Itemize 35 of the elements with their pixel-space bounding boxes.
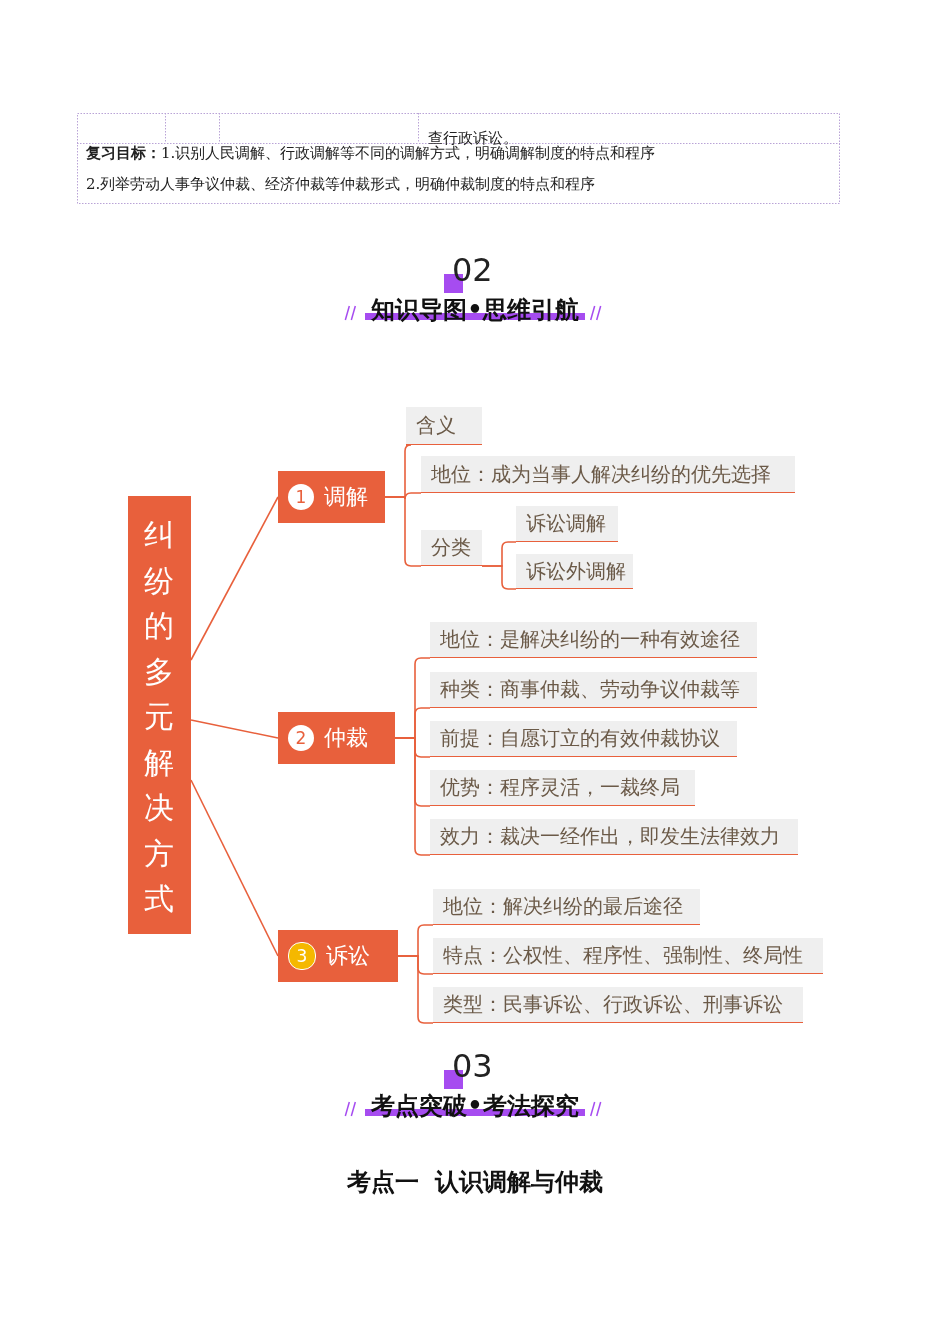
objective-text: 复习目标：1.识别人民调解、行政调解等不同的调解方式，明确调解制度的特点和程序 <box>86 144 656 163</box>
subtopic-box: 诉讼外调解 <box>516 554 633 589</box>
number-badge: 1 <box>288 484 314 510</box>
subtopic-box: 种类：商事仲裁、劳动争议仲裁等 <box>430 672 757 708</box>
number-badge: 2 <box>288 725 314 751</box>
number-badge: 3 <box>288 942 316 970</box>
subtopic-box: 前提：自愿订立的有效仲裁协议 <box>430 721 737 757</box>
subtopic-box: 类型：民事诉讼、行政诉讼、刑事诉讼 <box>433 987 803 1023</box>
subtopic-box: 分类 <box>421 530 482 566</box>
subtopic-box: 优势：程序灵活，一裁终局 <box>430 770 695 806</box>
subtopic-box: 地位：解决纠纷的最后途径 <box>433 889 700 925</box>
root-topic-label: 纠纷的多元解决方式 <box>143 516 175 918</box>
subtopic-box: 诉讼调解 <box>516 506 618 542</box>
connector-line <box>481 565 517 590</box>
branch-topic-box <box>278 712 395 764</box>
subtopic-box: 特点：公权性、程序性、强制性、终局性 <box>433 938 823 974</box>
subtopic-box: 地位：成为当事人解决纠纷的优先选择 <box>421 456 795 493</box>
section-number: 02 <box>452 250 493 290</box>
section-number: 03 <box>452 1046 493 1086</box>
connector-line <box>190 719 279 739</box>
subtopic-box: 效力：裁决一经作出，即发生法律效力 <box>430 819 798 855</box>
root-topic-box <box>128 496 191 934</box>
branch-label: 调解 <box>324 483 368 511</box>
subtopic-box: 地位：是解决纠纷的一种有效途径 <box>430 622 757 658</box>
connector-line <box>397 955 434 1024</box>
branch-topic-box <box>278 471 385 523</box>
connector-line <box>190 779 279 957</box>
branch-topic-box <box>278 930 398 982</box>
connector-line <box>190 496 279 661</box>
subsection-heading: 考点一 认识调解与仲裁 <box>345 1167 605 1198</box>
branch-label: 诉讼 <box>326 942 370 970</box>
subtopic-box: 含义 <box>406 407 482 445</box>
objective-text: 2.列举劳动人事争议仲裁、经济仲裁等仲裁形式，明确仲裁制度的特点和程序 <box>86 175 596 194</box>
branch-label: 仲裁 <box>324 724 368 752</box>
connector-line <box>384 496 422 567</box>
